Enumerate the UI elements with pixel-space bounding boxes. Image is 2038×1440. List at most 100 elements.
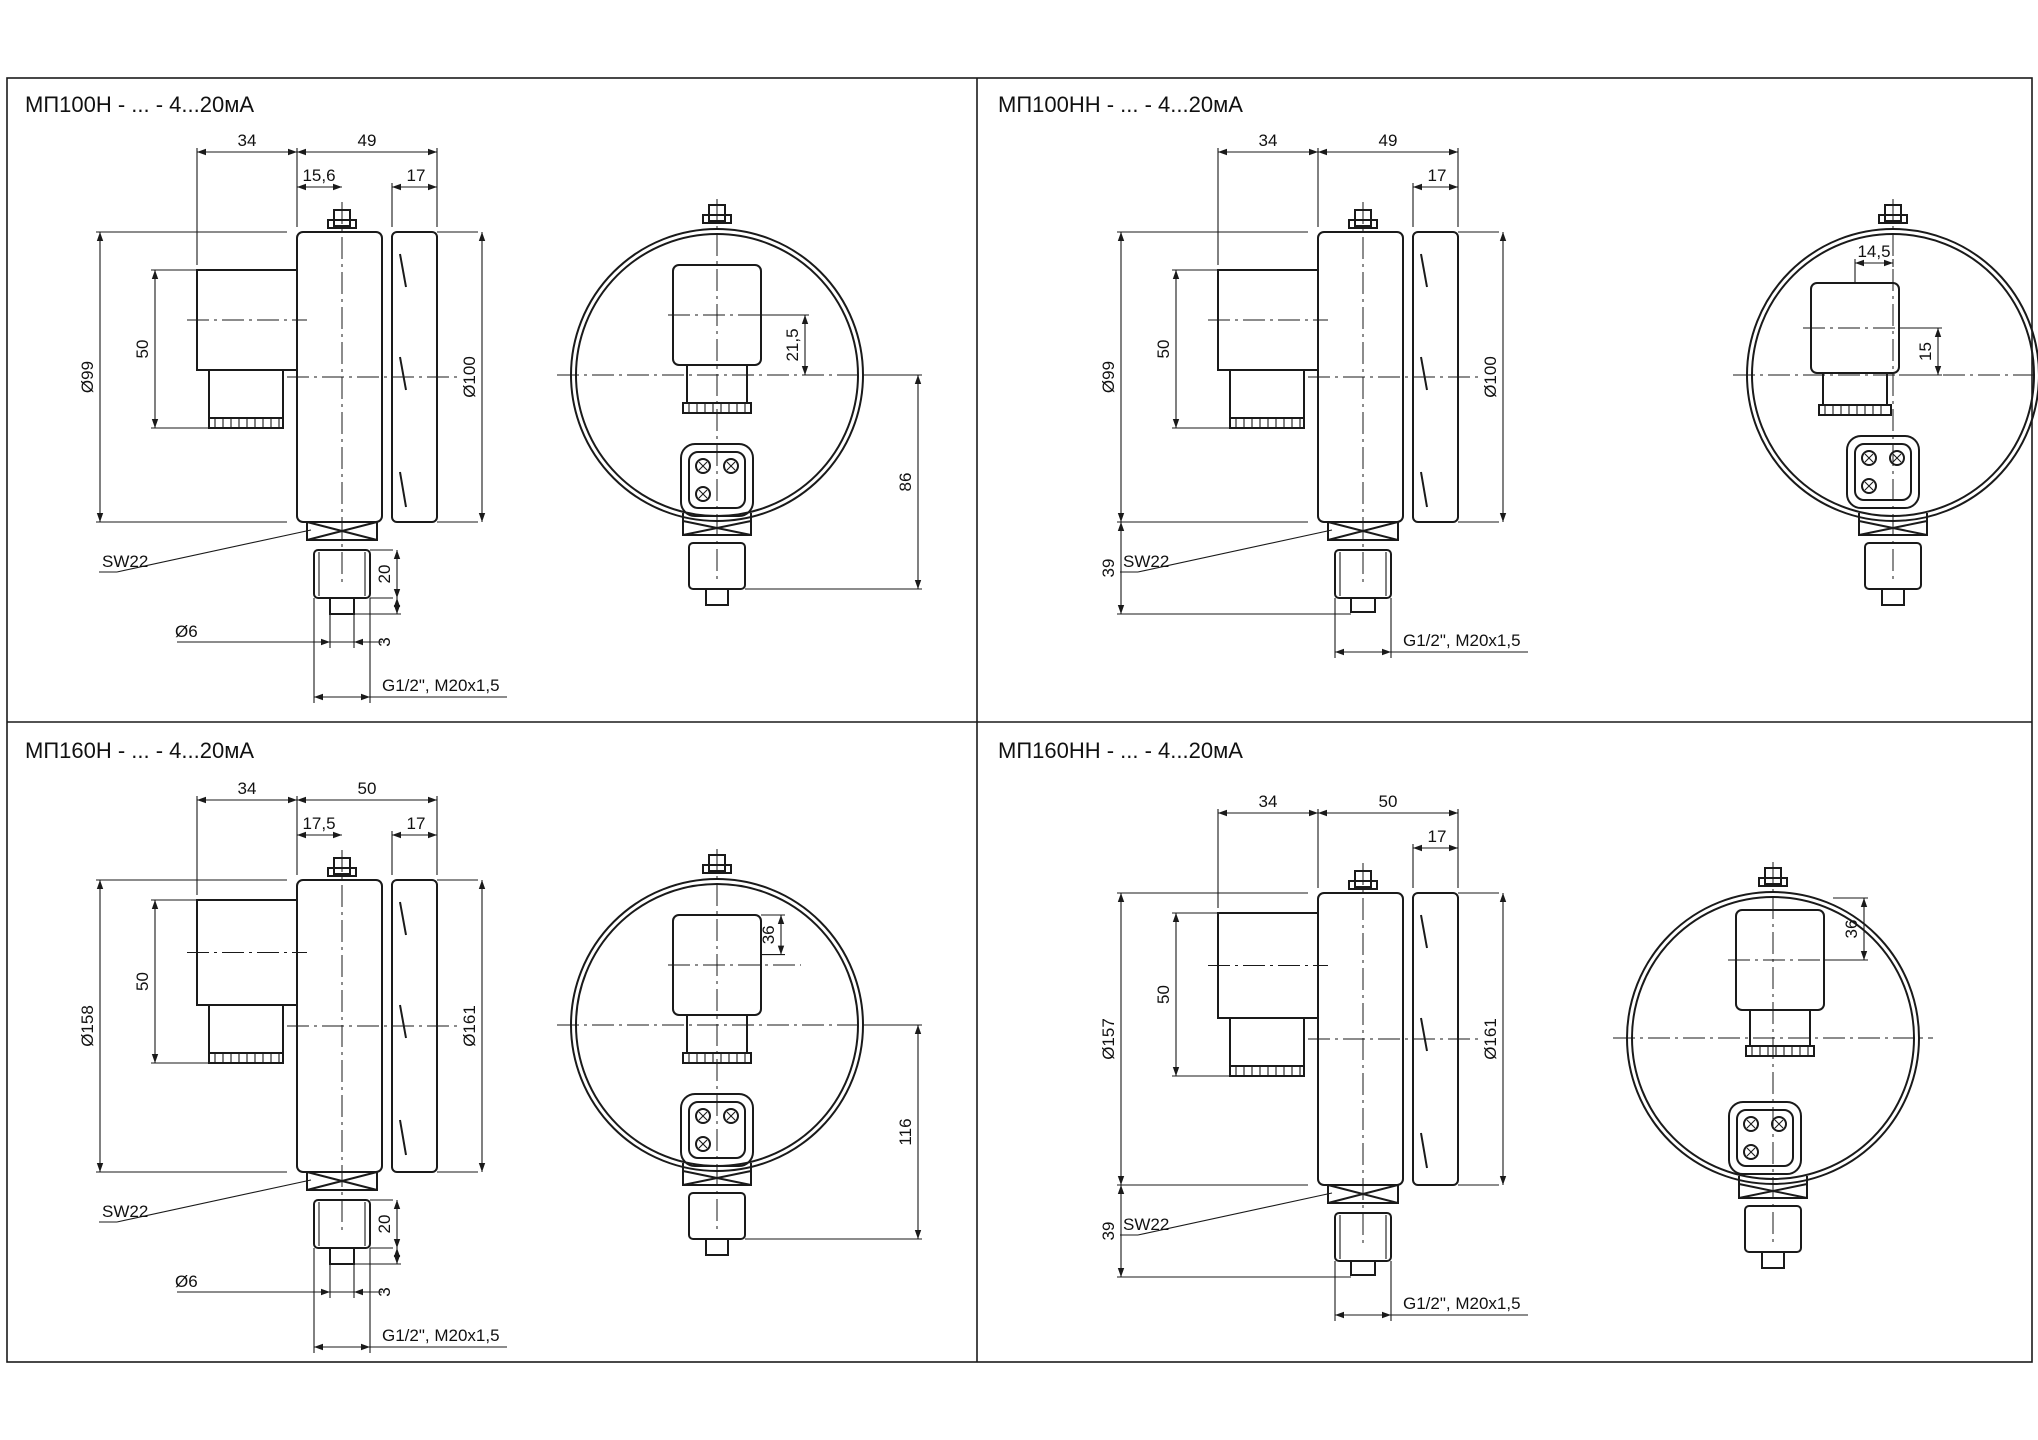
- dimension-label: Ø157: [1099, 1018, 1118, 1060]
- dimension-label: 17: [407, 166, 426, 185]
- glass-reflection: [1420, 253, 1428, 288]
- knurl-nut: [682, 402, 752, 414]
- dimension-arrow: [333, 183, 342, 191]
- dimension-arrow: [1172, 913, 1180, 922]
- dimension-arrow: [1499, 893, 1507, 902]
- dimension-label: Ø6: [175, 622, 198, 641]
- dimension-arrow: [1117, 513, 1125, 522]
- dimension-arrow: [1884, 259, 1893, 267]
- dimension-label: Ø161: [1481, 1018, 1500, 1060]
- dimension-arrow: [393, 605, 401, 614]
- leader-line: [116, 1179, 312, 1223]
- front-connector: [1822, 372, 1888, 406]
- dimension-label: Ø158: [78, 1005, 97, 1047]
- wrench-label: SW22: [102, 1202, 148, 1221]
- dimension-label: G1/2", M20x1,5: [1403, 631, 1521, 650]
- front-wrench-nut: [1738, 1176, 1808, 1199]
- pin-tip: [329, 1247, 355, 1265]
- dimension-arrow: [197, 148, 206, 156]
- junction-box-outer: [680, 443, 754, 517]
- junction-box-outer: [1728, 1101, 1802, 1175]
- dimension-arrow: [1382, 648, 1391, 656]
- dimension-label: 39: [1099, 559, 1118, 578]
- dimension-arrow: [1218, 148, 1227, 156]
- dimension-arrow: [1449, 809, 1458, 817]
- screw-slot: [1864, 481, 1874, 491]
- dimension-arrow: [1309, 809, 1318, 817]
- dimension-arrow: [1117, 893, 1125, 902]
- dimension-arrow: [354, 638, 363, 646]
- screw-icon: [695, 1108, 711, 1124]
- screw-icon: [695, 458, 711, 474]
- screw-slot: [698, 1139, 708, 1149]
- dimension-arrow: [1318, 809, 1327, 817]
- dimension-arrow: [801, 366, 809, 375]
- dimension-label: 34: [1259, 792, 1278, 811]
- screw-icon: [695, 1136, 711, 1152]
- dimension-label: Ø161: [460, 1005, 479, 1047]
- dimension-arrow: [297, 831, 306, 839]
- dimension-label: 17: [407, 814, 426, 833]
- sensor-housing: [1217, 912, 1319, 1019]
- dimension-arrow: [393, 1239, 401, 1248]
- wrench-label: SW22: [1123, 552, 1169, 571]
- dimension-arrow: [1335, 1311, 1344, 1319]
- screw-icon: [1743, 1116, 1759, 1132]
- dimension-label: 50: [358, 779, 377, 798]
- dimension-arrow: [314, 1343, 323, 1351]
- sheet-frame: [6, 77, 2033, 1363]
- dimension-arrow: [297, 796, 306, 804]
- dimension-arrow: [288, 796, 297, 804]
- dimension-label: 17,5: [302, 814, 335, 833]
- dimension-label: Ø100: [460, 356, 479, 398]
- dimension-arrow: [1860, 951, 1868, 960]
- dimension-arrow: [297, 148, 306, 156]
- leader-line: [1137, 529, 1333, 573]
- dimension-label: Ø99: [78, 361, 97, 393]
- sensor-housing: [196, 899, 298, 1006]
- dimension-label: 50: [1379, 792, 1398, 811]
- dimension-arrow: [1499, 232, 1507, 241]
- pin-tip: [1350, 597, 1376, 613]
- dimension-arrow: [914, 1230, 922, 1239]
- dimension-arrow: [478, 513, 486, 522]
- dimension-arrow: [333, 831, 342, 839]
- dimension-arrow: [801, 315, 809, 324]
- dimension-arrow: [393, 1255, 401, 1264]
- dimension-arrow: [1117, 1176, 1125, 1185]
- knurl-nut: [1818, 404, 1892, 416]
- dimension-label: 15,6: [302, 166, 335, 185]
- panel-title: МП160Н - ... - 4...20мА: [25, 738, 254, 763]
- dimension-arrow: [321, 638, 330, 646]
- glass-reflection: [399, 356, 407, 391]
- dimension-arrow: [914, 1025, 922, 1034]
- dimension-arrow: [96, 513, 104, 522]
- dimension-arrow: [151, 1054, 159, 1063]
- screw-slot: [698, 461, 708, 471]
- junction-box-outer: [1846, 435, 1920, 509]
- dimension-arrow: [478, 232, 486, 241]
- front-wrench-nut: [682, 1163, 752, 1186]
- dimension-label: 50: [1154, 340, 1173, 359]
- glass-reflection: [399, 901, 407, 936]
- dimension-arrow: [151, 900, 159, 909]
- dimension-arrow: [1855, 259, 1864, 267]
- screw-slot: [698, 489, 708, 499]
- dimension-arrow: [777, 945, 785, 955]
- dimension-arrow: [1309, 148, 1318, 156]
- dimension-label: 3: [375, 1287, 394, 1296]
- dimension-label: 15: [1916, 342, 1935, 361]
- dimension-arrow: [428, 796, 437, 804]
- dimension-label: 34: [238, 131, 257, 150]
- knurl-nut: [208, 417, 284, 429]
- front-wrench-nut: [682, 513, 752, 536]
- dimension-arrow: [1117, 522, 1125, 531]
- dimension-label: 20: [375, 1215, 394, 1234]
- dimension-arrow: [1934, 366, 1942, 375]
- glass-reflection: [399, 1004, 407, 1039]
- panel-title: МП100НН - ... - 4...20мА: [998, 92, 1243, 117]
- dimension-arrow: [96, 232, 104, 241]
- dimension-arrow: [1413, 844, 1422, 852]
